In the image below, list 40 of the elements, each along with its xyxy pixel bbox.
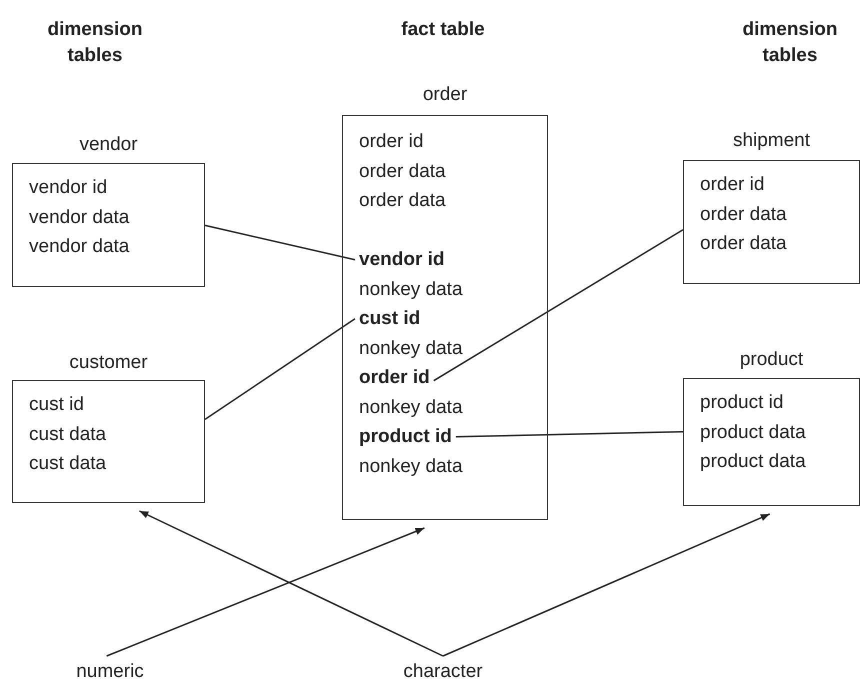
key-field: order id (359, 363, 430, 392)
table-field: order id (700, 170, 764, 200)
arrow (106, 527, 425, 657)
table-field: cust data (29, 449, 106, 478)
table-title: vendor (79, 133, 138, 157)
connector-line (433, 229, 684, 382)
column-heading: dimension tables (741, 18, 838, 68)
type-label: numeric (76, 660, 144, 679)
key-field: cust id (359, 304, 420, 334)
table-title: shipment (732, 129, 810, 153)
table-field: nonkey data (359, 392, 463, 422)
arrow (442, 513, 770, 657)
table-field: vendor data (29, 232, 130, 262)
table-field: product data (700, 418, 806, 447)
table-field: nonkey data (359, 274, 463, 304)
table-field: product data (700, 447, 806, 476)
table-field: nonkey data (359, 452, 463, 481)
arrow (139, 510, 444, 657)
table-field: order data (700, 229, 787, 258)
connector-line (204, 224, 356, 260)
table-field: order id (359, 127, 424, 156)
table-field: order data (359, 186, 446, 216)
table-title: product (740, 348, 804, 372)
table-title: customer (69, 351, 148, 375)
table-field: cust data (29, 420, 106, 449)
table-field: cust id (29, 390, 84, 420)
key-field: vendor id (359, 245, 445, 274)
connector-line (456, 431, 684, 438)
table-field: vendor id (29, 173, 108, 202)
type-label: character (403, 660, 483, 679)
table-field: product id (700, 388, 784, 418)
column-heading: fact table (400, 18, 486, 42)
table-field: order data (700, 200, 787, 229)
table-field: vendor data (29, 202, 130, 232)
connector-line (204, 318, 356, 420)
table-field: nonkey data (359, 334, 463, 363)
table-field: order data (359, 156, 446, 186)
key-field: product id (359, 422, 452, 452)
table-title: order (422, 83, 468, 107)
column-heading: dimension tables (46, 18, 144, 68)
